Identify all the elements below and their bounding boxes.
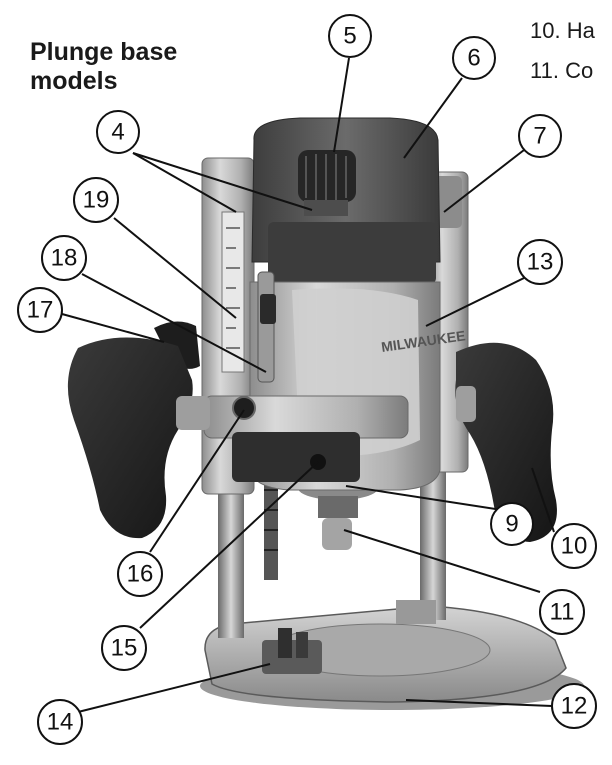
callout-17: 17 — [17, 287, 63, 333]
leader-13 — [425, 277, 525, 327]
callout-15: 15 — [101, 625, 147, 671]
plunge-rod-left — [218, 488, 244, 638]
handle-mount-left — [176, 396, 210, 430]
fine-adjust-post — [257, 271, 275, 383]
depth-scale-ticks — [226, 227, 240, 349]
callout-4-label: 4 — [111, 119, 124, 146]
callout-18: 18 — [41, 235, 87, 281]
leader-14 — [77, 663, 271, 713]
locking-knob — [232, 396, 256, 420]
leader-15 — [139, 461, 319, 629]
router-illustration: MILWAUKEE — [67, 117, 584, 710]
heading-line-2: models — [30, 67, 118, 95]
callout-10: 10 — [551, 523, 597, 569]
leader-5 — [333, 57, 350, 153]
legend-item-10: 10. Ha — [530, 18, 595, 43]
callout-4: 4 — [96, 110, 140, 154]
leader-12 — [405, 699, 553, 707]
callout-16-label: 16 — [127, 561, 154, 588]
callout-5-label: 5 — [343, 23, 356, 50]
leader-16 — [149, 409, 245, 553]
speed-dial — [298, 150, 356, 216]
leader-18 — [81, 273, 267, 373]
collet-nut — [318, 496, 358, 518]
handle-left — [67, 337, 193, 539]
diagram-heading: Plunge base models — [30, 38, 177, 96]
leader-6 — [403, 77, 463, 159]
handle-right — [455, 342, 557, 542]
callout-9: 9 — [490, 502, 534, 546]
callout-5: 5 — [328, 14, 372, 58]
callout-13-label: 13 — [527, 249, 554, 276]
leader-7 — [443, 149, 525, 213]
callout-11-label: 11 — [550, 599, 575, 626]
leader-4a — [132, 152, 237, 213]
callout-12: 12 — [551, 683, 597, 729]
leader-19 — [113, 217, 237, 319]
callout-19: 19 — [73, 177, 119, 223]
handle-mount-right — [456, 386, 476, 422]
plunge-rod-right — [420, 470, 446, 620]
rod-collar-right — [396, 600, 436, 624]
leader-4b — [132, 152, 313, 211]
leader-10 — [531, 467, 555, 533]
callout-16: 16 — [117, 551, 163, 597]
lower-block — [232, 432, 360, 482]
callout-19-label: 19 — [83, 187, 110, 214]
callout-15-label: 15 — [111, 635, 138, 662]
callout-14-label: 14 — [47, 709, 74, 736]
callout-18-label: 18 — [51, 245, 78, 272]
callout-14: 14 — [37, 699, 83, 745]
leader-lines — [61, 57, 555, 713]
depth-stop-turret — [262, 628, 322, 674]
fine-adjust-knob — [260, 294, 276, 324]
callout-7-label: 7 — [533, 123, 546, 150]
callout-9-label: 9 — [505, 511, 518, 538]
callout-6-label: 6 — [467, 45, 480, 72]
depth-scale — [221, 211, 245, 373]
heading-line-1: Plunge base — [30, 38, 178, 66]
leader-11 — [343, 529, 541, 593]
leader-17 — [61, 313, 165, 343]
motor-collar — [268, 222, 436, 284]
legend-item-11: 11. Co — [530, 58, 594, 83]
callout-12-label: 12 — [561, 693, 588, 720]
callout-10-label: 10 — [561, 533, 588, 560]
callout-13: 13 — [517, 239, 563, 285]
callout-11: 11 — [539, 589, 585, 635]
callouts: 4 5 6 7 9 10 1 — [17, 14, 597, 745]
callout-17-label: 17 — [27, 297, 54, 324]
bit-shank — [322, 518, 352, 550]
leader-9 — [345, 485, 503, 511]
callout-6: 6 — [452, 36, 496, 80]
plunge-lock-lever — [154, 321, 200, 369]
callout-7: 7 — [518, 114, 562, 158]
